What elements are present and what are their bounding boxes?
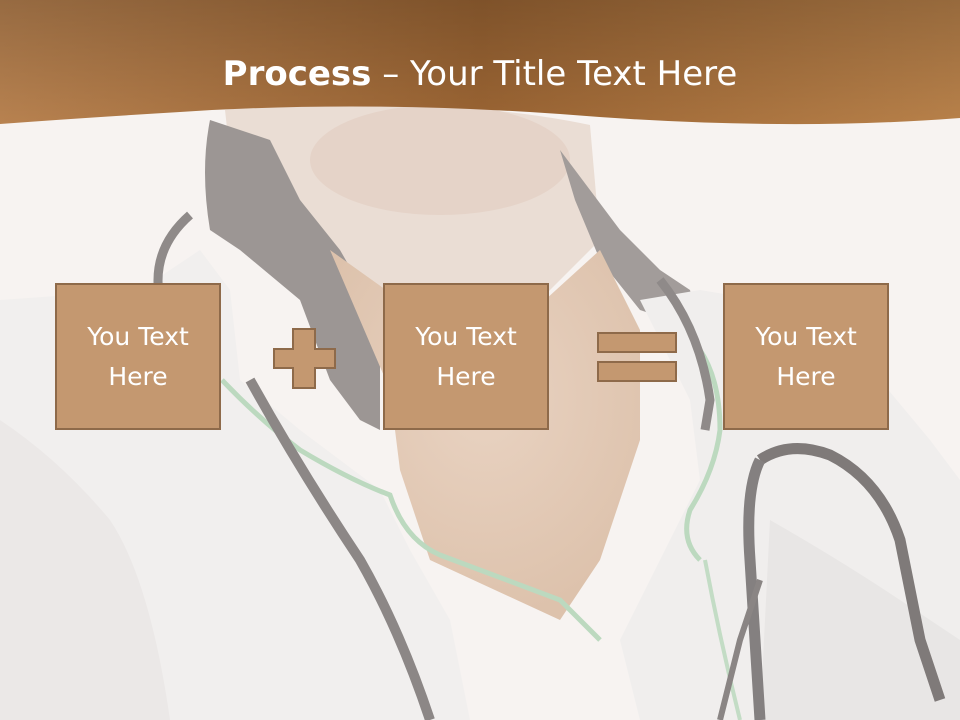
title-rest: Your Title Text Here — [410, 54, 738, 94]
slide-title: Process – Your Title Text Here — [0, 52, 960, 96]
title-bold: Process — [222, 54, 372, 94]
process-box-label: You Text Here — [755, 321, 857, 391]
process-box-result: You Text Here — [723, 283, 889, 430]
plus-icon — [273, 328, 336, 389]
process-box-label: You Text Here — [415, 321, 517, 391]
process-box-1: You Text Here — [55, 283, 221, 430]
process-box-2: You Text Here — [383, 283, 549, 430]
process-box-label: You Text Here — [87, 321, 189, 391]
title-dash: – — [371, 54, 411, 94]
equals-icon — [597, 332, 677, 382]
